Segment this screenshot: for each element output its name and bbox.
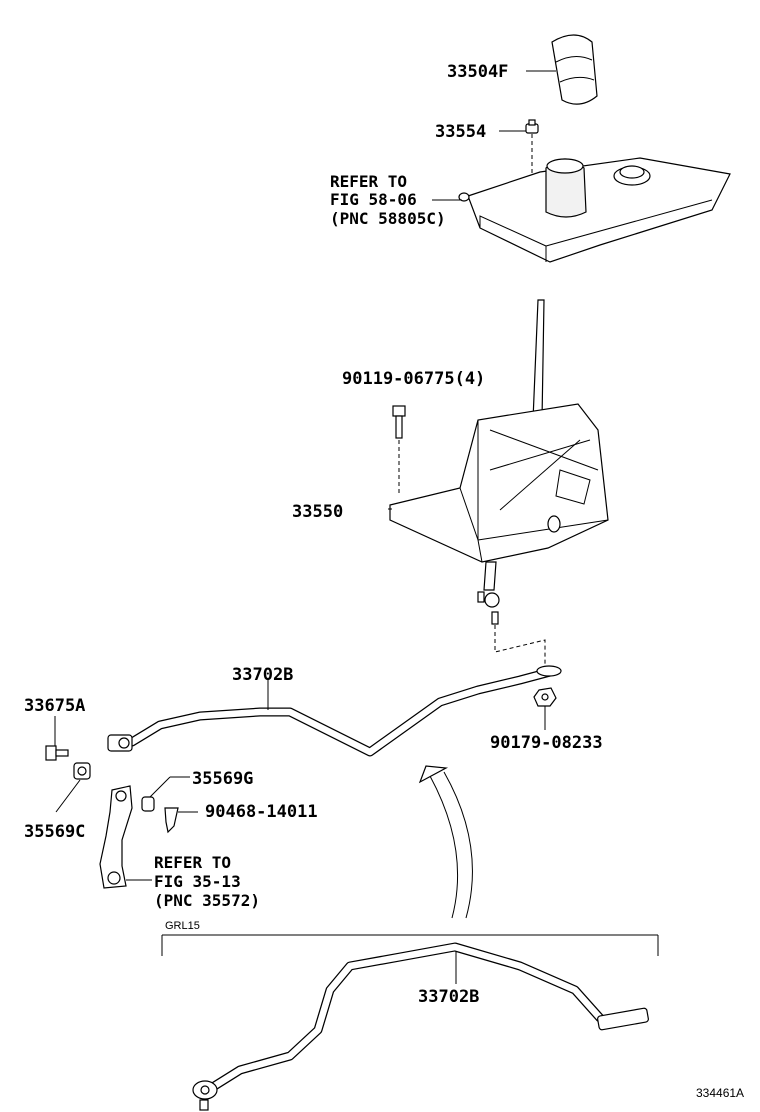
label-cap: 33554 [435, 122, 486, 142]
variant-bracket [161, 934, 659, 956]
nut [533, 687, 557, 707]
label-bushing-c: 35569C [24, 822, 85, 842]
shift-cap [525, 119, 539, 134]
label-bushing-g: 35569G [192, 769, 253, 789]
label-variant: GRL15 [165, 920, 200, 932]
label-screw: 33675A [24, 696, 85, 716]
control-rod-lower [192, 942, 649, 1111]
label-knob: 33504F [447, 62, 508, 82]
shift-knob [551, 34, 598, 105]
control-rod-upper [107, 665, 562, 757]
label-rod-upper: 33702B [232, 665, 293, 685]
label-pin: 90468-14011 [205, 802, 318, 822]
refer1-line3: (PNC 58805C) [330, 209, 446, 228]
refer2-line3: (PNC 35572) [154, 891, 260, 910]
screw [45, 745, 69, 761]
label-rod-lower: 33702B [418, 987, 479, 1007]
console-cover [458, 157, 731, 263]
bushing-c [73, 762, 91, 780]
shift-lever-assembly [389, 299, 609, 625]
refer2-line1: REFER TO [154, 853, 231, 872]
leader-bushing-g-1 [149, 776, 171, 798]
refer1-line2: FIG 58-06 [330, 190, 417, 209]
label-nut: 90179-08233 [490, 733, 603, 753]
lever-arm [99, 785, 133, 889]
bushing-g [141, 796, 155, 812]
dash-lever-rod [494, 625, 546, 665]
label-bolt: 90119-06775(4) [342, 369, 485, 389]
clip-pin [164, 807, 179, 834]
leader-bushing-c [55, 779, 81, 813]
curved-arrow [418, 765, 473, 919]
bolt [392, 405, 406, 439]
drawing-id: 334461A [696, 1086, 744, 1100]
refer2-line2: FIG 35-13 [154, 872, 241, 891]
refer1-line1: REFER TO [330, 172, 407, 191]
label-shift-assembly: 33550 [292, 502, 343, 522]
